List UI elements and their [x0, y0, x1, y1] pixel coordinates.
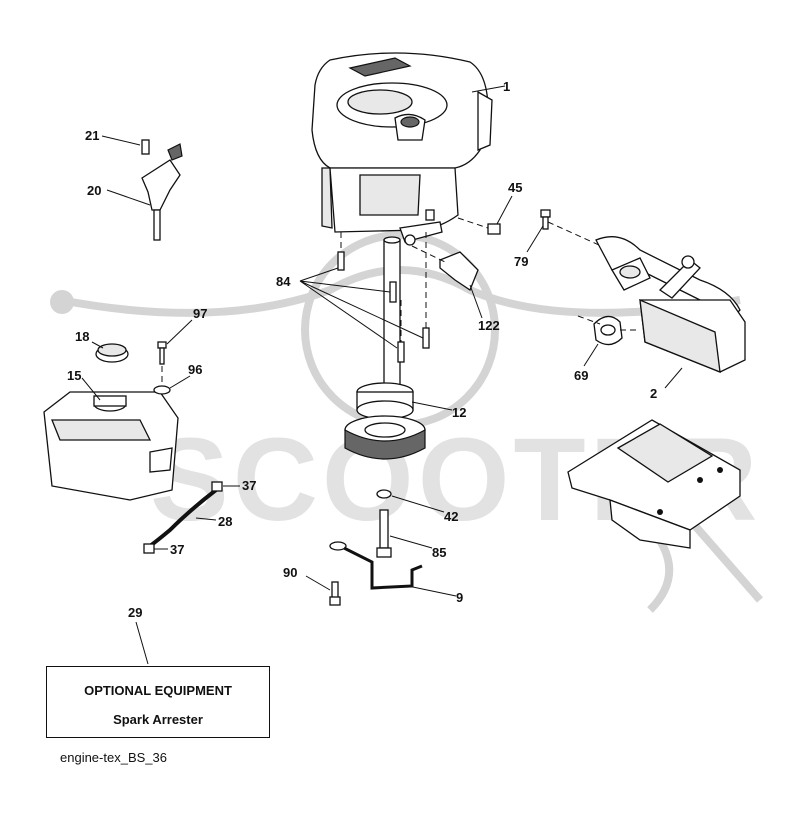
callout-15: 15 — [67, 368, 81, 383]
bracket-122 — [439, 251, 479, 291]
bolt-45 — [487, 223, 501, 235]
optional-equipment-box: OPTIONAL EQUIPMENT Spark Arrester — [46, 666, 270, 738]
frame-bracket — [567, 419, 741, 549]
callout-42: 42 — [444, 509, 458, 524]
callout-21: 21 — [85, 128, 99, 143]
fuel-cap-18 — [95, 343, 129, 363]
callout-1: 1 — [503, 79, 510, 94]
bolt-90 — [329, 581, 341, 606]
callout-69: 69 — [574, 368, 588, 383]
callout-90: 90 — [283, 565, 297, 580]
callout-29: 29 — [128, 605, 142, 620]
optional-equipment-item: Spark Arrester — [113, 712, 203, 727]
callout-18: 18 — [75, 329, 89, 344]
callout-96: 96 — [188, 362, 202, 377]
rod-9 — [329, 541, 423, 590]
fuel-tank — [43, 391, 179, 501]
screw-97 — [157, 341, 167, 365]
callout-85: 85 — [432, 545, 446, 560]
callout-2: 2 — [650, 386, 657, 401]
callout-20: 20 — [87, 183, 101, 198]
callout-9: 9 — [456, 590, 463, 605]
muffler-2 — [595, 236, 746, 374]
engine — [311, 52, 493, 246]
bolt-85 — [376, 509, 392, 558]
optional-equipment-title: OPTIONAL EQUIPMENT — [84, 683, 232, 698]
pulley-12 — [344, 382, 426, 460]
diagram-code-label: engine-tex_BS_36 — [60, 750, 167, 765]
callout-28: 28 — [218, 514, 232, 529]
screw-79 — [540, 209, 551, 230]
gasket-69 — [593, 315, 623, 346]
callout-37-bottom: 37 — [170, 542, 184, 557]
callout-45: 45 — [508, 180, 522, 195]
engine-mount-bolts — [337, 232, 430, 363]
throttle-control — [141, 139, 183, 241]
callout-84: 84 — [276, 274, 291, 289]
callout-79: 79 — [514, 254, 528, 269]
washer-42 — [376, 489, 392, 499]
callout-122: 122 — [478, 318, 500, 333]
callout-12: 12 — [452, 405, 466, 420]
crankshaft — [383, 236, 401, 389]
callout-37-top: 37 — [242, 478, 256, 493]
callout-97: 97 — [193, 306, 207, 321]
washer-96 — [153, 385, 171, 395]
